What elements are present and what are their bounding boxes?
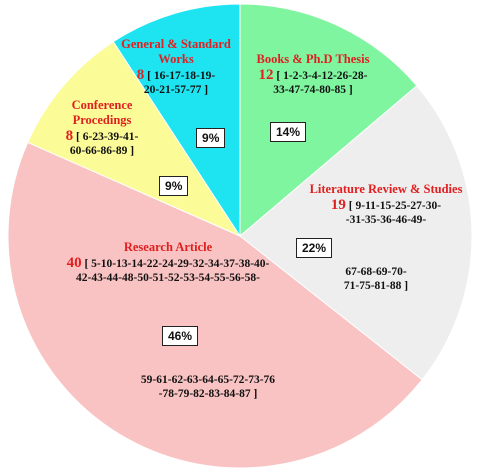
percent-box-conference: 9% <box>159 176 189 196</box>
percent-value: 9 <box>165 179 172 193</box>
slice-count: 40 <box>66 254 82 271</box>
slice-count: 19 <box>330 196 346 213</box>
slice-count: 8 <box>65 127 74 144</box>
slice-category: Research Article <box>123 240 213 254</box>
slice-refs: 33-47-74-80-85 ] <box>273 84 353 97</box>
slice-refs: -78-79-82-83-84-87 ] <box>158 387 258 400</box>
slice-category: Conference Procedings <box>71 98 133 127</box>
percent-value: 9 <box>202 131 209 145</box>
slice-refs: [ 6-23-39-41- <box>76 130 139 143</box>
label-books: Books & Ph.D Thesis 12 [ 1-2-3-4-12-26-2… <box>248 52 378 98</box>
label-literature: Literature Review & Studies 19 [ 9-11-15… <box>296 182 476 228</box>
label-research-refs: 59-61-62-63-64-65-72-73-76 -78-79-82-83-… <box>118 374 298 401</box>
label-general: General & Standard Works 8 [ 16-17-18-19… <box>112 37 240 98</box>
slice-refs: -31-35-36-46-49- <box>345 214 427 227</box>
slice-category: General & Standard Works <box>121 37 231 66</box>
percent-box-general: 9% <box>196 128 226 148</box>
label-conference: Conference Procedings 8 [ 6-23-39-41- 60… <box>42 98 162 159</box>
slice-refs: 60-66-86-89 ] <box>69 145 135 158</box>
slice-count: 12 <box>258 66 274 83</box>
percent-value: 46 <box>168 329 182 343</box>
label-research: Research Article 40 [ 5-10-13-14-22-24-2… <box>18 240 318 286</box>
pie-slice-1 <box>239 85 473 381</box>
slice-category: Books & Ph.D Thesis <box>256 52 370 66</box>
slice-refs: [ 16-17-18-19- <box>147 69 216 82</box>
slice-refs: [ 9-11-15-25-27-30- <box>348 199 442 212</box>
pie-slice-4 <box>112 3 241 238</box>
slice-category: Literature Review & Studies <box>309 182 463 196</box>
slice-refs: 71-75-81-88 ] <box>343 279 409 292</box>
pie-slice-2 <box>7 141 423 469</box>
percent-box-books: 14% <box>270 122 307 142</box>
percent-value: 14 <box>276 125 290 139</box>
slice-refs: [ 5-10-13-14-22-24-29-32-34-37-38-40- <box>84 257 270 270</box>
slice-count: 8 <box>136 66 145 83</box>
pie-slice-0 <box>239 3 418 238</box>
percent-box-literature: 22% <box>296 238 333 258</box>
slice-refs: 42-43-44-48-50-51-52-53-54-55-56-58- <box>76 272 260 285</box>
percent-box-research: 46% <box>162 326 199 346</box>
percent-value: 22 <box>302 241 316 255</box>
slice-refs: 67-68-69-70- <box>345 266 407 278</box>
slice-refs: 59-61-62-63-64-65-72-73-76 <box>140 374 276 386</box>
label-literature-refs: 67-68-69-70- 71-75-81-88 ] <box>316 266 436 293</box>
slice-refs: [ 1-2-3-4-12-26-28- <box>276 69 368 82</box>
slice-refs: 20-21-57-77 ] <box>143 84 209 97</box>
